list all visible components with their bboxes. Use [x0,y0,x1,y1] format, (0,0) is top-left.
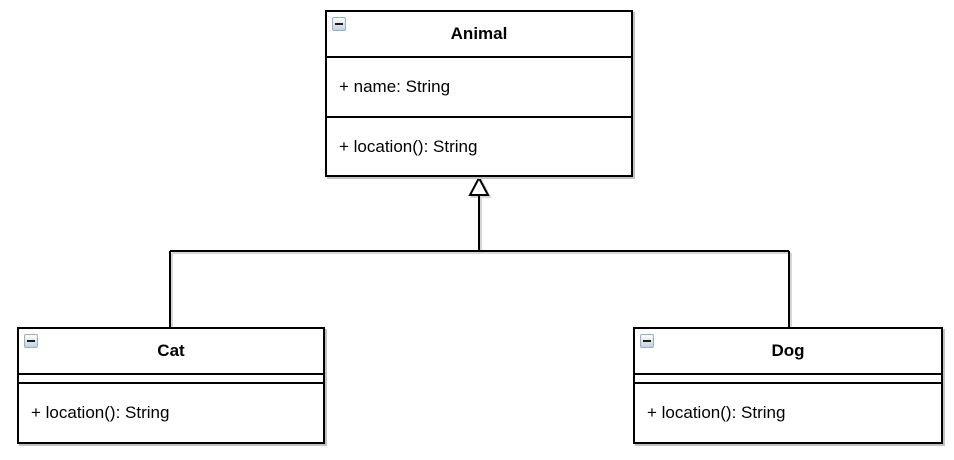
operation-row: + location(): String [647,403,786,422]
class-cat-attributes-empty [19,375,323,384]
operation-row: + location(): String [31,403,170,422]
collapse-icon[interactable] [332,17,346,31]
class-cat[interactable]: Cat + location(): String [17,327,325,444]
class-cat-header: Cat [19,329,323,375]
class-animal-title: Animal [450,24,508,43]
class-dog-header: Dog [635,329,941,375]
class-dog-title: Dog [771,341,805,360]
minus-glyph [335,23,343,25]
class-dog-operations: + location(): String [635,384,941,442]
generalization-triangle-arrowhead[interactable] [468,175,490,196]
class-dog-attributes-empty [635,375,941,384]
operation-row: + location(): String [339,136,478,156]
minus-glyph [27,340,35,342]
attribute-row: + name: String [339,77,451,96]
class-animal-header: Animal [327,12,631,58]
collapse-icon[interactable] [640,334,654,348]
class-cat-title: Cat [157,341,185,360]
class-animal[interactable]: Animal + name: String + location(): Stri… [325,10,633,177]
collapse-icon[interactable] [24,334,38,348]
class-dog[interactable]: Dog + location(): String [633,327,943,444]
class-cat-operations: + location(): String [19,384,323,442]
class-animal-operations: + location(): String [327,118,631,175]
minus-glyph [643,340,651,342]
class-animal-attributes: + name: String [327,58,631,118]
